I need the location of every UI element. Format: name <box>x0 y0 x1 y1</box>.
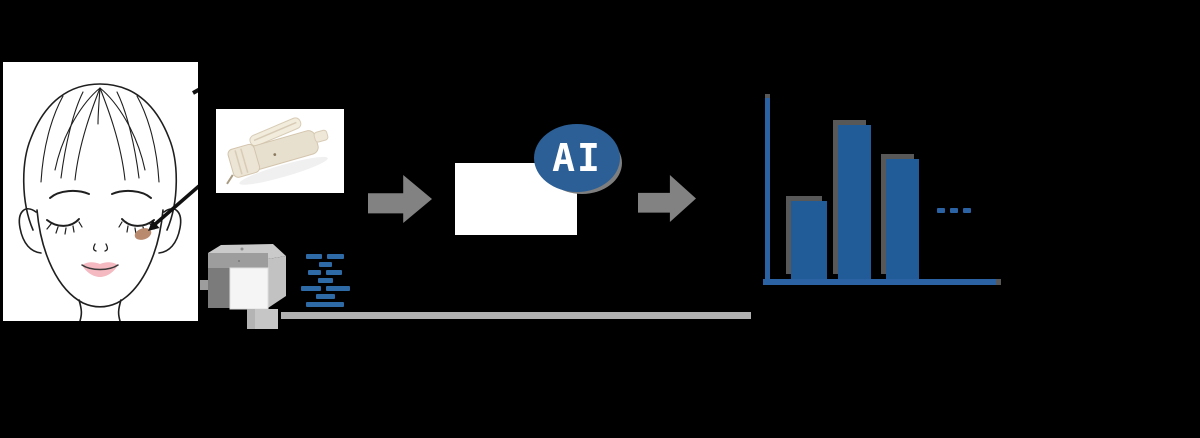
caption-segment <box>315 294 335 299</box>
caption-row <box>296 262 354 267</box>
face-photo-panel <box>3 62 203 322</box>
caption-segment <box>306 254 322 259</box>
divider-band <box>281 312 751 319</box>
y-axis-cap <box>765 94 770 101</box>
dash <box>950 208 958 213</box>
bar-chart-plot <box>763 93 1008 293</box>
caption-segment <box>317 278 333 283</box>
caption-row <box>296 278 354 283</box>
caption-segment <box>318 262 332 267</box>
analyzer-illustration <box>200 244 286 329</box>
device-photo-panel <box>216 109 344 193</box>
caption-row <box>296 286 354 291</box>
y-axis <box>765 98 770 284</box>
caption-row <box>296 302 354 307</box>
flow-arrow-right-icon <box>368 175 432 223</box>
arrow-tail-mark <box>192 86 203 95</box>
caption-segment <box>306 302 344 307</box>
dash <box>937 208 945 213</box>
result-bar-chart <box>763 93 1008 293</box>
caption-row <box>296 254 354 259</box>
caption-segment <box>326 270 342 275</box>
caption-row <box>296 294 354 299</box>
pointer-arrow <box>148 86 203 231</box>
dash <box>963 208 971 213</box>
sampling-device-illustration <box>226 117 329 185</box>
ai-badge-label: AI <box>552 136 602 180</box>
bar <box>838 125 871 279</box>
caption-segment <box>300 286 321 291</box>
bar <box>886 159 919 279</box>
flow-arrow-right-icon <box>638 175 696 222</box>
x-axis-cap <box>996 279 1001 285</box>
bar <box>791 201 827 279</box>
analyzer-panel <box>199 238 291 335</box>
continuation-dashes <box>937 208 971 213</box>
ai-badge-icon: AI <box>534 124 620 192</box>
caption-row <box>296 270 354 275</box>
caption-segment <box>308 270 321 275</box>
analyzer-caption-illegible <box>296 254 354 307</box>
cheek-spot <box>134 228 152 240</box>
caption-segment <box>325 286 350 291</box>
face-illustration <box>18 83 203 322</box>
x-axis <box>763 279 996 285</box>
caption-segment <box>327 254 344 259</box>
